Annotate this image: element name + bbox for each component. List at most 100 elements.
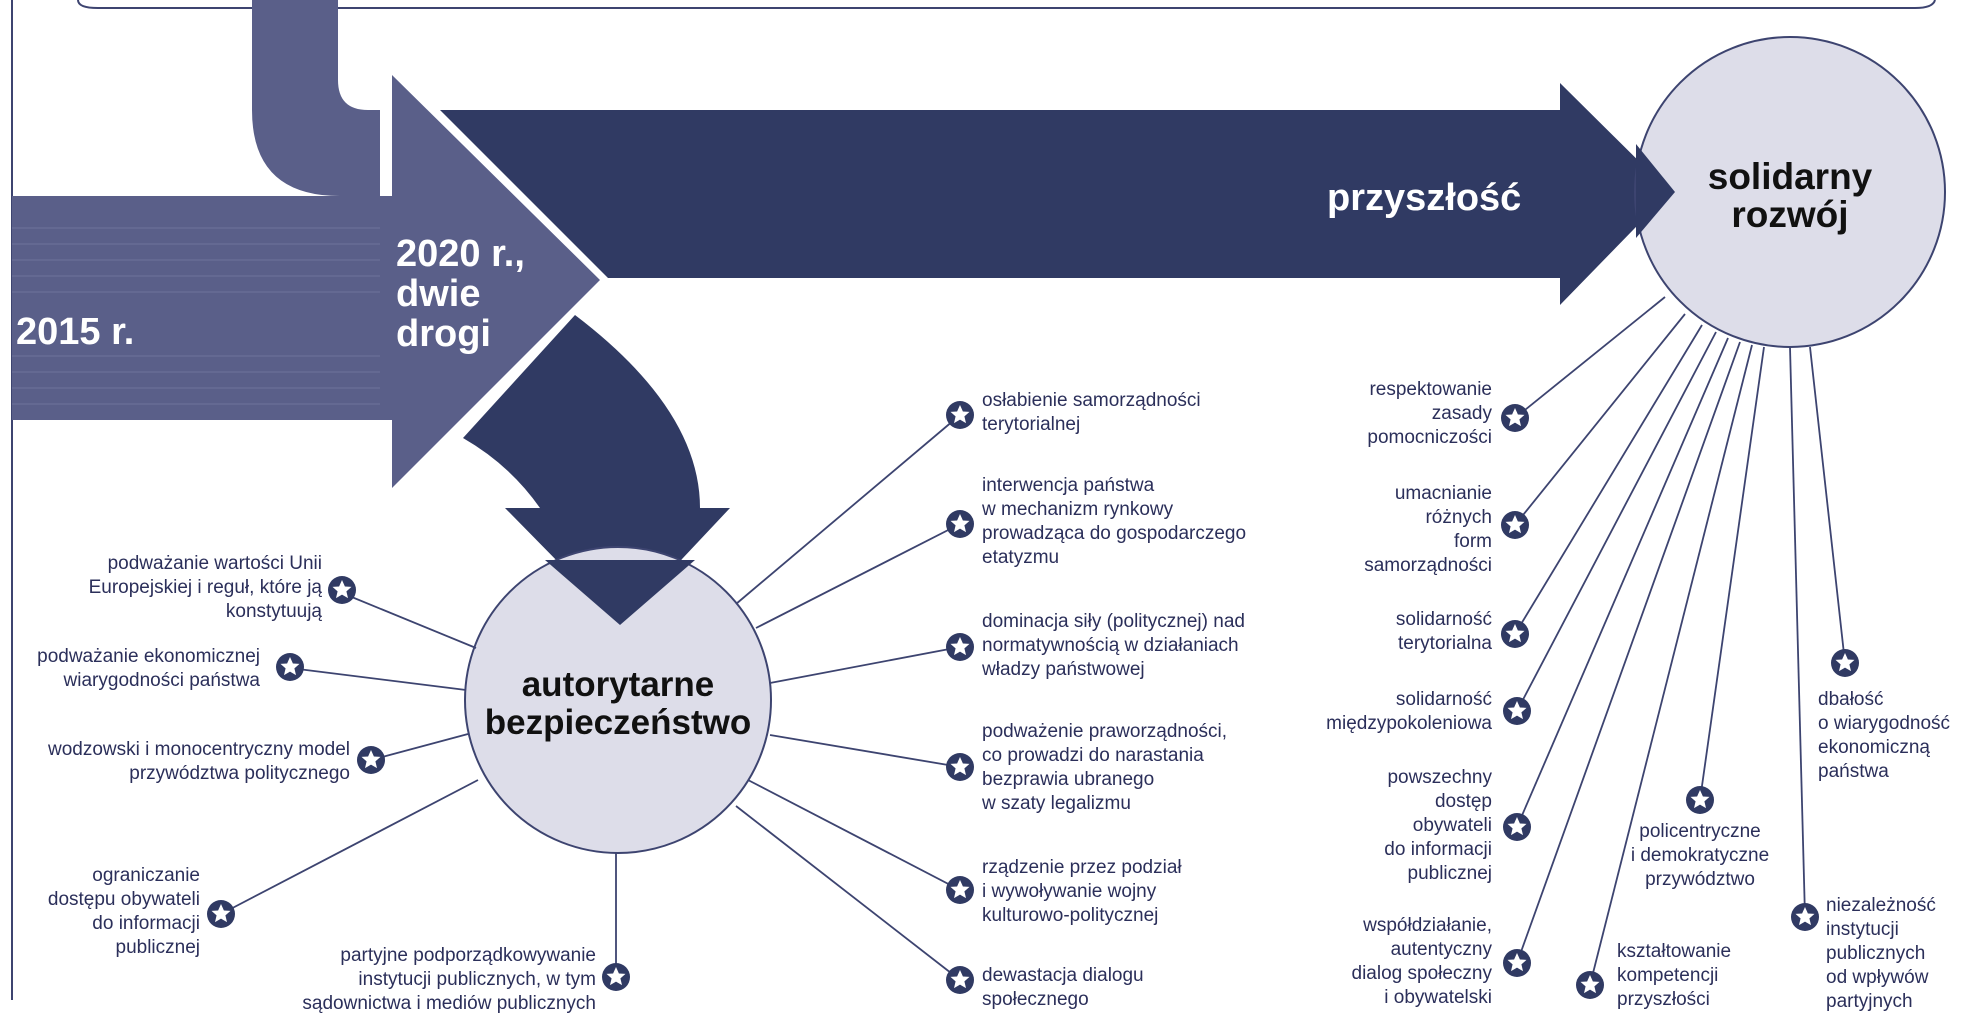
item-line: o wiarygodność bbox=[1818, 713, 1951, 734]
item-line: wiarygodności państwa bbox=[63, 670, 260, 691]
solidarity-item: respektowanie zasady pomocniczości bbox=[1300, 378, 1492, 450]
item-line: instytucji publicznych, w tym bbox=[358, 969, 596, 990]
solidarity-item: współdziałanie, autentyczny dialog społe… bbox=[1300, 914, 1492, 1010]
arrow-2015 bbox=[12, 75, 600, 488]
item-line: dostępu obywateli bbox=[47, 889, 200, 910]
star-icon bbox=[276, 653, 304, 681]
star-icon bbox=[1501, 620, 1529, 648]
authoritarian-item: podważanie wartości Unii Europejskiej i … bbox=[40, 552, 322, 624]
authoritarian-left-connectors bbox=[220, 592, 617, 977]
item-line: w mechanizm rynkowy bbox=[982, 499, 1174, 520]
star-icon bbox=[946, 510, 974, 538]
item-line: samorządności bbox=[1364, 555, 1492, 576]
item-line: kształtowanie bbox=[1617, 941, 1732, 962]
arrow-authoritarian bbox=[463, 315, 730, 625]
item-line: dialog społeczny bbox=[1351, 963, 1492, 984]
item-line: wodzowski i monocentryczny model bbox=[47, 739, 350, 760]
star-icon bbox=[946, 401, 974, 429]
authoritarian-item: podważanie ekonomicznej wiarygodności pa… bbox=[0, 645, 260, 693]
item-line: dominacja siły (politycznej) nad bbox=[982, 611, 1245, 632]
authoritarian-item: interwencja państwa w mechanizm rynkowy … bbox=[982, 474, 1302, 570]
item-line: od wpływów bbox=[1826, 967, 1929, 988]
label-2020-line: drogi bbox=[396, 313, 491, 355]
arrow-authoritarian-tip bbox=[545, 560, 695, 625]
top-frame bbox=[77, 0, 1936, 9]
authoritarian-item: osłabienie samorządności terytorialnej bbox=[982, 389, 1302, 437]
label-future: przyszłość bbox=[1327, 177, 1522, 219]
star-icon bbox=[357, 746, 385, 774]
solidarity-item: umacnianie różnych form samorządności bbox=[1300, 482, 1492, 578]
authoritarian-item: dominacja siły (politycznej) nad normaty… bbox=[982, 610, 1312, 682]
solidarity-title-line: solidarny bbox=[1707, 156, 1873, 197]
star-icon bbox=[328, 576, 356, 604]
item-line: różnych bbox=[1425, 507, 1492, 528]
authoritarian-item: dewastacja dialogu społecznego bbox=[982, 964, 1302, 1012]
star-icon bbox=[946, 633, 974, 661]
item-line: prowadząca do gospodarczego bbox=[982, 523, 1247, 544]
item-line: i demokratyczne bbox=[1630, 845, 1770, 866]
item-line: terytorialna bbox=[1398, 633, 1492, 654]
solidarity-item: kształtowanie kompetencji przyszłości bbox=[1617, 940, 1797, 1012]
star-icon bbox=[1503, 813, 1531, 841]
authoritarian-right-connectors bbox=[735, 414, 961, 981]
item-line: bezprawia ubranego bbox=[982, 769, 1155, 790]
item-line: partyjnych bbox=[1826, 991, 1913, 1012]
item-line: instytucji bbox=[1826, 919, 1899, 940]
item-line: policentryczne bbox=[1639, 821, 1761, 842]
star-icon bbox=[1501, 404, 1529, 432]
item-line: publicznej bbox=[1407, 863, 1493, 884]
item-line: kulturowo-politycznej bbox=[982, 905, 1159, 926]
item-line: kompetencji bbox=[1617, 965, 1719, 986]
arrow-future-tip bbox=[1636, 144, 1675, 238]
label-2020-line: dwie bbox=[396, 273, 481, 315]
item-line: dewastacja dialogu bbox=[982, 965, 1144, 986]
solidarity-title: solidarny rozwój bbox=[1660, 158, 1920, 234]
label-2015: 2015 r. bbox=[16, 311, 135, 353]
item-line: solidarność bbox=[1395, 609, 1492, 630]
arrow-2015-stripes bbox=[12, 227, 380, 405]
solidarity-title-line: rozwój bbox=[1731, 194, 1849, 235]
solidarity-item: policentryczne i demokratyczne przywództ… bbox=[1610, 820, 1790, 892]
item-line: władzy państwowej bbox=[982, 659, 1145, 680]
item-line: dostęp bbox=[1434, 791, 1492, 812]
item-line: państwa bbox=[1818, 761, 1889, 782]
authoritarian-item: podważenie praworządności, co prowadzi d… bbox=[982, 720, 1302, 816]
item-line: umacnianie bbox=[1394, 483, 1492, 504]
star-icon bbox=[1831, 649, 1859, 677]
item-line: i wywoływanie wojny bbox=[982, 881, 1157, 902]
item-line: współdziałanie, bbox=[1363, 915, 1492, 936]
authoritarian-item: partyjne podporządkowywanie instytucji p… bbox=[240, 944, 596, 1016]
label-2020: 2020 r., dwie drogi bbox=[396, 234, 525, 354]
item-line: w szaty legalizmu bbox=[982, 793, 1131, 814]
label-2020-line: 2020 r., bbox=[396, 233, 525, 275]
authoritarian-item: wodzowski i monocentryczny model przywód… bbox=[0, 738, 350, 786]
item-line: ograniczanie bbox=[92, 865, 200, 886]
item-line: terytorialnej bbox=[982, 414, 1081, 435]
item-line: respektowanie bbox=[1369, 379, 1492, 400]
item-line: Europejskiej i reguł, które ją bbox=[88, 577, 322, 598]
item-line: konstytuują bbox=[225, 601, 322, 622]
item-line: powszechny bbox=[1387, 767, 1492, 788]
star-icon bbox=[602, 963, 630, 991]
item-line: co prowadzi do narastania bbox=[982, 745, 1204, 766]
item-line: przyszłości bbox=[1617, 989, 1710, 1010]
item-line: do informacji bbox=[92, 913, 200, 934]
item-line: interwencja państwa bbox=[982, 475, 1155, 496]
item-line: społecznego bbox=[982, 989, 1089, 1010]
item-line: publicznej bbox=[115, 937, 201, 958]
star-icon bbox=[207, 900, 235, 928]
item-line: dbałość bbox=[1818, 689, 1884, 710]
solidarity-connectors bbox=[1514, 296, 1846, 986]
item-line: do informacji bbox=[1384, 839, 1492, 860]
item-line: podważenie praworządności, bbox=[982, 721, 1228, 742]
item-line: autentyczny bbox=[1390, 939, 1492, 960]
item-line: obywateli bbox=[1412, 815, 1492, 836]
star-icon bbox=[946, 753, 974, 781]
authoritarian-title-line: autorytarne bbox=[521, 665, 715, 704]
solidarity-item: solidarność terytorialna bbox=[1300, 608, 1492, 656]
star-icon bbox=[1791, 903, 1819, 931]
item-line: rządzenie przez podział bbox=[982, 857, 1182, 878]
solidarity-item: niezależność instytucji publicznych od w… bbox=[1826, 894, 1966, 1014]
item-line: normatywnością w działaniach bbox=[982, 635, 1239, 656]
